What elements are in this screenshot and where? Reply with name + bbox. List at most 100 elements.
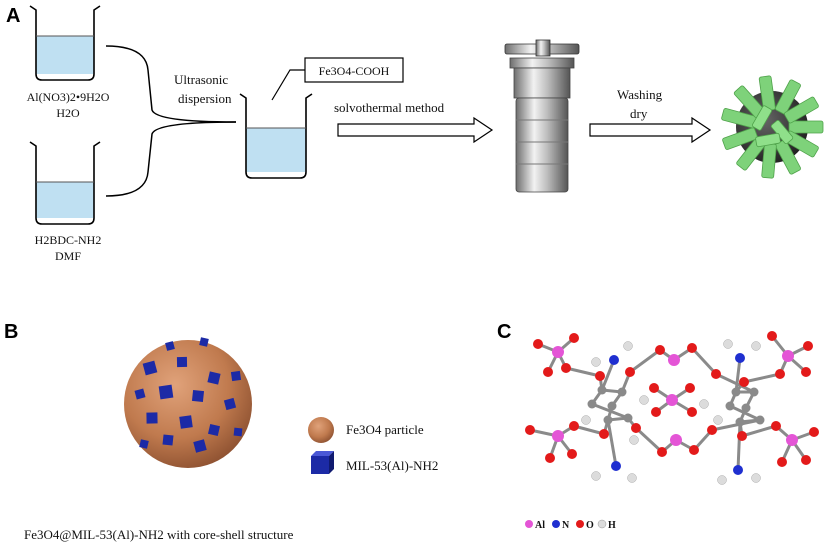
bond <box>715 372 755 394</box>
atom-o <box>809 427 819 437</box>
mof-cube <box>230 370 242 382</box>
mof-cube <box>158 384 174 400</box>
legend-n-label: N <box>562 520 570 531</box>
atom-o <box>525 425 535 435</box>
atom-o <box>803 341 813 351</box>
atom-c <box>749 387 759 397</box>
product-particle <box>721 75 824 179</box>
atom-o <box>655 345 665 355</box>
atom-h <box>751 341 761 351</box>
atom-o <box>651 407 661 417</box>
mof-rod <box>774 79 801 115</box>
atom-o <box>595 371 605 381</box>
step-2-label: solvothermal method <box>334 100 445 115</box>
atom-c <box>755 415 765 425</box>
atom-c <box>731 387 741 397</box>
legend-particle-label: Fe3O4 particle <box>346 422 424 437</box>
panel-c-legend: Al N O H <box>525 519 616 531</box>
legend-al-label: Al <box>535 520 545 531</box>
beaker-1 <box>29 5 101 81</box>
panel-b-caption: Fe3O4@MIL-53(Al)-NH2 with core-shell str… <box>24 527 294 542</box>
beaker-3 <box>239 93 313 179</box>
mof-cube <box>193 439 207 453</box>
additive-box-label: Fe3O4-COOH <box>319 64 390 78</box>
bond <box>741 424 777 438</box>
bond <box>736 421 742 471</box>
bond <box>565 366 601 378</box>
atom-h <box>699 399 709 409</box>
atom-h <box>627 473 637 483</box>
legend-o-dot <box>576 520 584 528</box>
mof-cube <box>223 397 237 411</box>
atom-o <box>801 367 811 377</box>
bond <box>573 424 605 436</box>
core-shell-particle <box>124 337 252 468</box>
atom-al <box>782 350 794 362</box>
atom-o <box>689 445 699 455</box>
beaker-3-liquid <box>246 128 306 172</box>
bond <box>734 357 742 393</box>
step-1-line1: Ultrasonic <box>174 72 228 87</box>
atom-o <box>569 421 579 431</box>
beaker-1-liquid <box>36 36 94 74</box>
atom-o <box>777 457 787 467</box>
merge-brace-bottom <box>105 121 237 197</box>
atom-o <box>599 429 609 439</box>
legend-al-dot <box>525 520 533 528</box>
atom-al <box>786 434 798 446</box>
atom-h <box>581 415 591 425</box>
mof-cube <box>233 427 243 437</box>
atom-n <box>609 355 619 365</box>
atom-h <box>591 357 601 367</box>
atom-c <box>725 401 735 411</box>
atom-o <box>707 425 717 435</box>
atom-h <box>639 395 649 405</box>
atom-o <box>545 453 555 463</box>
atom-h <box>623 341 633 351</box>
bond <box>606 419 618 467</box>
beaker-2 <box>29 141 101 225</box>
atom-o <box>739 377 749 387</box>
atom-o <box>775 369 785 379</box>
atom-n <box>733 465 743 475</box>
atom-al <box>552 346 564 358</box>
additive-pointer <box>271 69 305 101</box>
atom-o <box>533 339 543 349</box>
bond <box>629 348 661 374</box>
mof-cube <box>199 337 209 347</box>
bond <box>711 418 761 432</box>
legend-h-label: H <box>608 520 616 531</box>
atom-o <box>687 407 697 417</box>
atom-n <box>611 461 621 471</box>
atom-al <box>670 434 682 446</box>
atom-h <box>717 475 727 485</box>
atom-h <box>713 415 723 425</box>
atom-al <box>668 354 680 366</box>
atom-al <box>552 430 564 442</box>
step-3-line2: dry <box>630 106 648 121</box>
mof-cube <box>142 360 158 376</box>
merge-brace-top <box>105 45 237 123</box>
mof-cube <box>162 434 174 446</box>
atom-o <box>801 455 811 465</box>
bond <box>600 359 616 391</box>
bond <box>743 372 781 384</box>
additive-box <box>304 57 404 83</box>
mof-cube <box>207 371 221 385</box>
beaker-1-label-line2: H2O <box>56 106 80 120</box>
atom-h <box>591 471 601 481</box>
atom-c <box>587 399 597 409</box>
atom-o <box>649 383 659 393</box>
atom-o <box>687 343 697 353</box>
bond <box>729 404 761 422</box>
mof-rod <box>722 127 758 150</box>
beaker-1-label-line1: Al(NO3)2•9H2O <box>27 90 110 104</box>
mof-cube <box>146 412 158 424</box>
atom-o <box>567 449 577 459</box>
mof-cube <box>134 388 146 400</box>
atom-n <box>735 353 745 363</box>
mof-cube <box>208 424 220 436</box>
atom-c <box>607 401 617 411</box>
